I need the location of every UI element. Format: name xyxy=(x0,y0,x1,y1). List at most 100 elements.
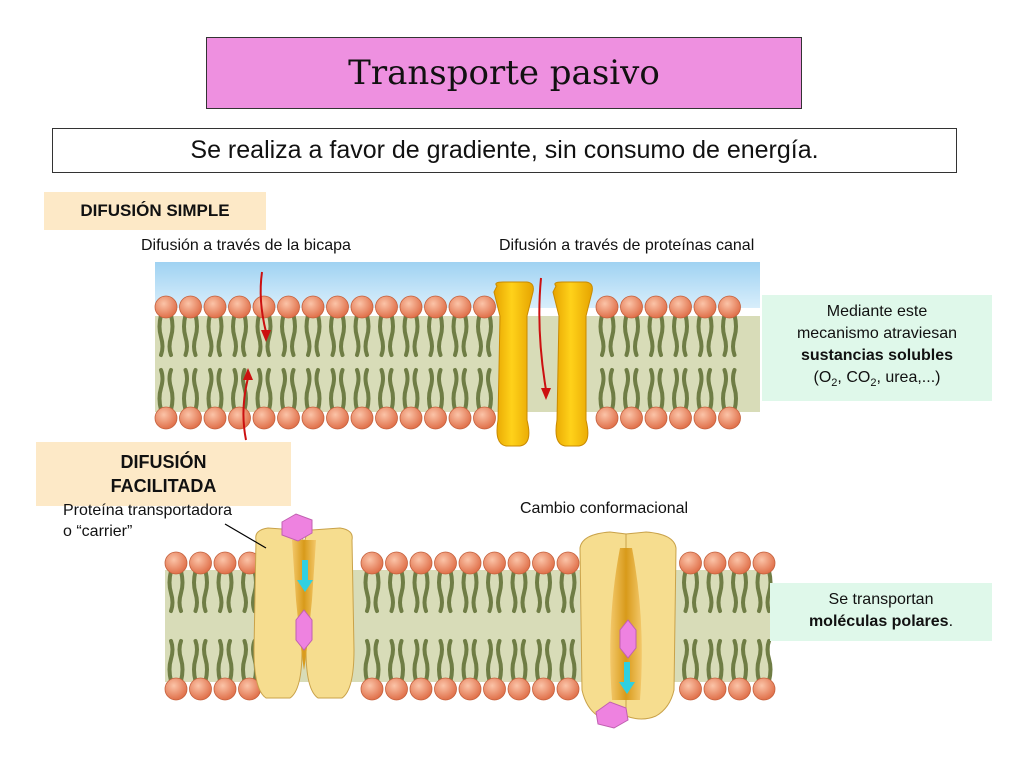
lipid-tail xyxy=(510,569,518,613)
lipid-head xyxy=(556,677,580,701)
lipid-tail xyxy=(545,639,552,683)
subtitle: Se realiza a favor de gradiente, sin con… xyxy=(190,136,819,164)
carrier-protein-open xyxy=(253,513,355,699)
lipid-tail xyxy=(706,639,714,683)
lipid-tail xyxy=(216,639,224,683)
lipid-head xyxy=(399,295,423,319)
simple-diffusion-badge: DIFUSIÓN SIMPLE xyxy=(44,192,266,230)
lipid-tail xyxy=(373,639,381,683)
lipid-tail xyxy=(192,313,199,357)
lipid-tail xyxy=(192,368,199,412)
lipid-tail xyxy=(741,639,748,683)
lipid-head xyxy=(277,406,300,430)
page-title: Transporte pasivo xyxy=(348,53,660,93)
lipid-tail xyxy=(545,569,552,613)
lipid-tail xyxy=(402,313,410,357)
lipid-head xyxy=(228,406,251,430)
lipid-head xyxy=(164,551,188,575)
lipid-tail xyxy=(339,368,346,412)
lipid-tail xyxy=(672,313,679,357)
lipid-head xyxy=(718,406,741,430)
lipid-tail xyxy=(353,313,361,357)
lipid-tail xyxy=(696,368,704,412)
simple-diffusion-badge-label: DIFUSIÓN SIMPLE xyxy=(80,201,230,220)
lipid-tail xyxy=(388,313,395,357)
lipid-tail xyxy=(216,313,224,357)
lipid-tail xyxy=(412,639,420,683)
solute-molecule xyxy=(281,513,313,542)
lipid-tail xyxy=(633,368,640,412)
lipid-tail xyxy=(304,313,312,357)
info-line: mecanismo atraviesan xyxy=(796,325,958,342)
lipid-head xyxy=(213,551,237,575)
lipid-head xyxy=(326,295,349,319)
lipid-tail xyxy=(461,368,469,412)
lipid-tail xyxy=(486,368,493,412)
lipid-head xyxy=(458,551,482,575)
lipid-tail xyxy=(157,313,165,357)
lipid-tail xyxy=(647,368,655,412)
lipid-tail xyxy=(167,313,175,357)
lipid-head xyxy=(434,551,457,575)
lipid-head xyxy=(679,677,702,701)
lipid-tail xyxy=(167,639,175,683)
lipid-head xyxy=(350,295,374,319)
lipid-tail xyxy=(182,368,189,412)
solute-molecule xyxy=(595,701,629,729)
lipid-head xyxy=(458,677,482,701)
lipid-tail xyxy=(721,313,728,357)
lipid-tail xyxy=(437,313,444,357)
lipid-tail xyxy=(388,569,395,613)
lipid-head xyxy=(679,551,702,575)
conformational-change-label: Cambio conformacional xyxy=(520,500,689,517)
lipid-tail xyxy=(569,639,577,683)
lipid-head xyxy=(434,677,457,701)
lipid-tail xyxy=(535,569,542,613)
lipid-tail xyxy=(231,368,238,412)
lipid-head xyxy=(728,551,751,575)
lipid-tail xyxy=(520,639,528,683)
lipid-tail xyxy=(608,368,616,412)
lipid-head xyxy=(203,406,227,430)
lipid-head xyxy=(385,551,408,575)
carrier-pointer-line xyxy=(224,523,267,549)
info-line: Mediante este xyxy=(826,303,928,320)
lipid-tail xyxy=(682,313,689,357)
lipid-head xyxy=(620,295,643,319)
lipid-tail xyxy=(412,569,420,613)
diffusion-arrows xyxy=(242,271,551,441)
lipid-tail xyxy=(427,368,434,412)
lipid-head xyxy=(228,295,251,319)
lipid-tail xyxy=(314,313,322,357)
lipid-tail xyxy=(412,368,420,412)
lipid-tail xyxy=(731,569,738,613)
lipid-head xyxy=(473,406,496,430)
lipid-tail xyxy=(461,313,469,357)
lipid-tail xyxy=(721,368,728,412)
lipid-head xyxy=(693,406,717,430)
lipid-tail xyxy=(765,639,773,683)
lipid-tail xyxy=(535,639,542,683)
lipid-tail xyxy=(598,313,606,357)
info-bold: sustancias solubles xyxy=(800,347,954,364)
lipid-tail xyxy=(216,368,224,412)
lipid-head xyxy=(179,295,202,319)
lipid-tail xyxy=(731,639,738,683)
lipid-tail xyxy=(716,569,724,613)
lipid-head xyxy=(620,406,643,430)
lipid-tail xyxy=(422,569,430,613)
lipid-tail xyxy=(402,368,410,412)
subtitle-box: Se realiza a favor de gradiente, sin con… xyxy=(52,128,957,173)
lipid-head xyxy=(473,295,496,319)
lipid-tail xyxy=(461,639,469,683)
lipid-tail xyxy=(314,368,322,412)
lipid-head xyxy=(189,677,212,701)
lipid-tail xyxy=(692,639,699,683)
lipid-tail xyxy=(363,368,371,412)
lipid-head xyxy=(277,295,300,319)
lipid-tail xyxy=(682,569,689,613)
lipid-tail xyxy=(167,569,175,613)
lipid-tail xyxy=(486,639,493,683)
lipid-head xyxy=(644,295,668,319)
polar-molecules-info: Se transportan moléculas polares. xyxy=(770,583,992,641)
